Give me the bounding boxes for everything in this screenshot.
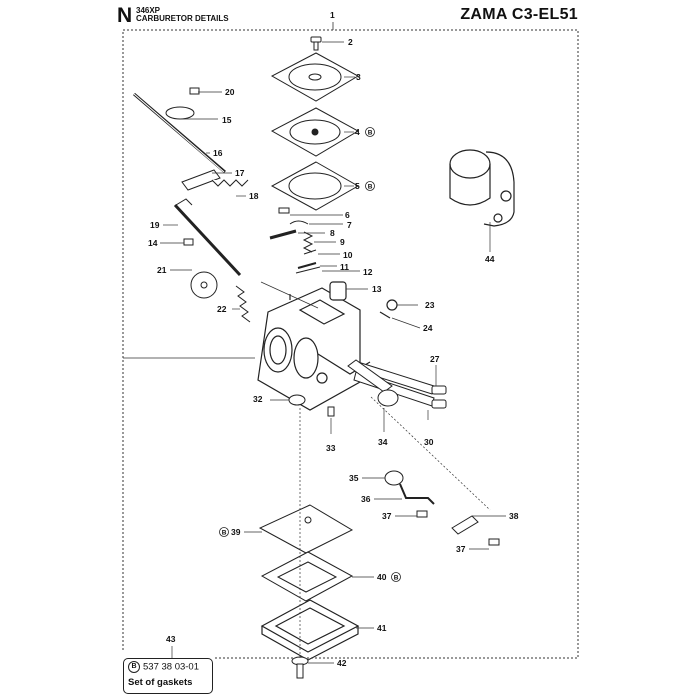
callout-44: 44 [485,254,495,264]
diagram-subtitle: CARBURETOR DETAILS [136,14,229,23]
callout-34: 34 [378,437,388,447]
callout-9: 9 [340,237,345,247]
lever-parts-group [384,470,500,546]
callout-19: 19 [150,220,160,230]
callout-8: 8 [330,228,335,238]
choke-shaft-assembly [133,87,249,191]
callout-43: 43 [166,634,176,644]
callout-5-badge: B [365,181,375,191]
callout-36: 36 [361,494,371,504]
callout-40-badge: B [391,572,401,582]
callout-21: 21 [157,265,167,275]
section-letter: N [117,4,133,27]
callout-10: 10 [343,250,353,260]
callout-6: 6 [345,210,350,220]
callout-32: 32 [253,394,263,404]
callout-4-badge: B [365,127,375,137]
callout-35: 35 [349,473,359,483]
callout-41: 41 [377,623,387,633]
callout-3: 3 [356,72,361,82]
callout-15: 15 [222,115,232,125]
callout-4: 4 [355,127,360,137]
callout-16: 16 [213,148,223,158]
svg-text:B: B [394,574,399,581]
kit-description: Set of gaskets [128,677,193,688]
kit-badge: B [128,661,140,673]
callout-33: 33 [326,443,336,453]
callout-39-badge: B [219,527,229,537]
throttle-shaft-assembly [173,198,251,323]
callout-18: 18 [249,191,259,201]
gasket-part-39 [258,504,354,554]
screw-part-2 [310,36,322,51]
callout-1: 1 [330,10,335,20]
callout-14: 14 [148,238,158,248]
svg-text:B: B [368,183,373,190]
gasket-part-5 [270,161,360,211]
svg-text:B: B [222,529,227,536]
callout-37a: 37 [382,511,392,521]
callout-38: 38 [509,511,519,521]
assembly-boundary [122,29,579,659]
diaphragm-part-40 [260,551,354,602]
model-name: 346XP [136,6,161,15]
callout-23: 23 [425,300,435,310]
callout-12: 12 [363,267,373,277]
callout-24: 24 [423,323,433,333]
callout-22: 22 [217,304,227,314]
callout-7: 7 [347,220,352,230]
intake-adapter-part-44 [449,149,515,227]
callout-2: 2 [348,37,353,47]
callout-39: 39 [231,527,241,537]
callout-17: 17 [235,168,245,178]
callout-13: 13 [372,284,382,294]
carburetor-body [257,281,398,411]
svg-text:B: B [368,129,373,136]
callout-5: 5 [355,181,360,191]
callout-20: 20 [225,87,235,97]
callout-27: 27 [430,354,440,364]
fuel-inlet-part [288,359,399,417]
callout-42: 42 [337,658,347,668]
callout-11: 11 [340,262,349,272]
diaphragm-part-4 [270,107,360,157]
callout-40: 40 [377,572,387,582]
diaphragm-part-3 [270,52,360,102]
kit-part-number: 537 38 03-01 [143,661,199,673]
callout-30: 30 [424,437,434,447]
small-parts-group [269,207,321,274]
diagram-title: ZAMA C3-EL51 [460,6,578,23]
callout-37b: 37 [456,544,466,554]
screw-part-42 [291,656,309,679]
cover-part-41 [260,599,360,661]
